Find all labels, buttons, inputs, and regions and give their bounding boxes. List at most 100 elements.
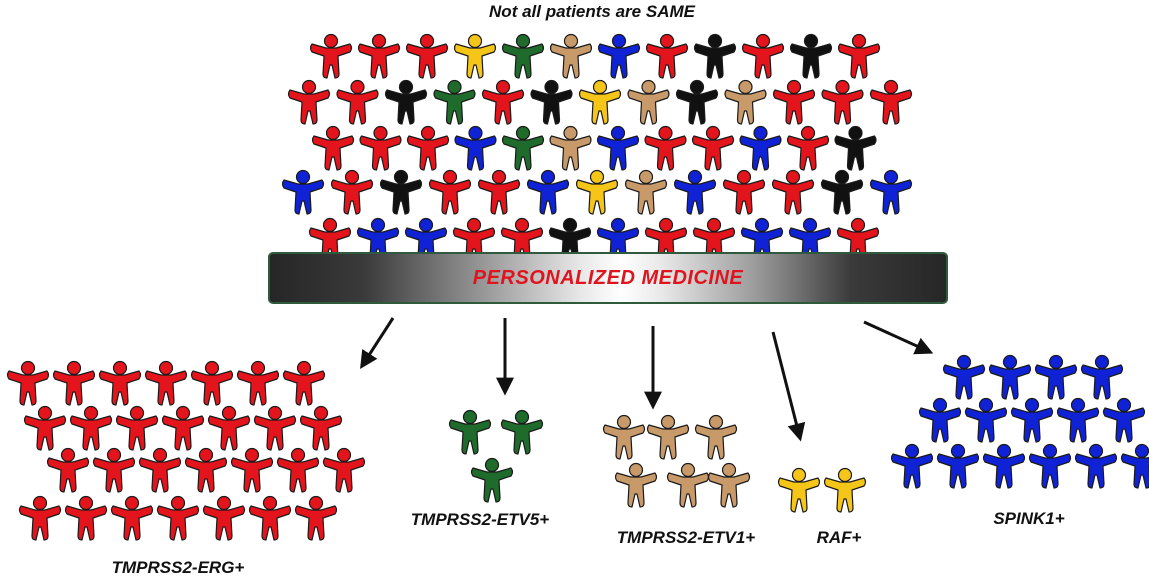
person-icon (330, 169, 374, 215)
person-icon (404, 217, 448, 263)
person-icon (384, 79, 428, 125)
person-icon (821, 79, 864, 125)
person-icon (454, 125, 497, 171)
person-icon (823, 467, 867, 513)
person-icon (138, 447, 182, 493)
person-icon (596, 217, 640, 263)
person-icon (578, 79, 622, 125)
person-icon (428, 169, 472, 215)
person-icon (207, 405, 251, 451)
group-label-spink1: SPINK1+ (993, 509, 1065, 528)
person-icon (666, 462, 710, 508)
person-icon (69, 405, 113, 451)
banner-text: PERSONALIZED MEDICINE (472, 267, 744, 289)
person-icon (308, 217, 352, 263)
person-icon (379, 169, 423, 215)
person-icon (98, 360, 142, 406)
group-label-etv5: TMPRSS2-ETV5+ (410, 510, 550, 529)
person-icon (322, 447, 366, 493)
person-icon (184, 447, 228, 493)
person-icon (406, 125, 450, 171)
person-icon (596, 125, 640, 171)
person-icon (356, 217, 400, 263)
person-icon (1080, 354, 1124, 400)
person-icon (526, 169, 570, 215)
person-icon (724, 79, 767, 125)
person-icon (741, 33, 785, 79)
person-icon (253, 405, 297, 451)
person-icon (692, 217, 736, 263)
personalized-medicine-banner: PERSONALIZED MEDICINE (268, 252, 948, 304)
person-icon (694, 414, 738, 460)
person-icon (739, 125, 782, 171)
person-icon (982, 443, 1026, 489)
person-icon (299, 405, 343, 451)
person-icon (18, 495, 62, 541)
person-icon (548, 217, 592, 263)
person-icon (1034, 354, 1078, 400)
person-icon (46, 447, 90, 493)
person-icon (772, 79, 816, 125)
person-icon (190, 360, 234, 406)
person-icon (501, 125, 545, 171)
person-icon (357, 33, 401, 79)
person-icon (627, 79, 670, 125)
person-icon (481, 79, 525, 125)
person-icon (276, 447, 320, 493)
person-icon (869, 79, 913, 125)
person-icon (287, 79, 331, 125)
person-icon (644, 125, 687, 171)
person-icon (470, 457, 514, 503)
person-icon (786, 125, 830, 171)
person-icon (707, 462, 751, 508)
person-icon (452, 217, 496, 263)
person-icon (918, 397, 962, 443)
person-icon (597, 33, 641, 79)
person-icon (602, 414, 646, 460)
person-icon (359, 125, 402, 171)
person-icon (530, 79, 573, 125)
person-icon (1010, 397, 1054, 443)
person-icon (936, 443, 980, 489)
person-icon (230, 447, 274, 493)
person-icon (311, 125, 355, 171)
person-icon (740, 217, 784, 263)
arrow-to-spink (863, 320, 934, 355)
person-icon (236, 360, 280, 406)
person-icon (820, 169, 864, 215)
person-icon (202, 495, 246, 541)
patient-crowd (281, 33, 913, 263)
person-icon (1102, 397, 1146, 443)
arrows (360, 317, 934, 442)
person-icon (1028, 443, 1072, 489)
group-label-etv1: TMPRSS2-ETV1+ (616, 528, 756, 547)
diagram-title: Not all patients are SAME (489, 2, 695, 21)
person-icon (433, 79, 476, 125)
person-icon (673, 169, 717, 215)
person-icon (575, 169, 619, 215)
person-icon (645, 33, 689, 79)
person-icon (614, 462, 658, 508)
person-icon (549, 33, 593, 79)
person-icon (644, 217, 688, 263)
person-icon (834, 125, 877, 171)
group-label-erg: TMPRSS2-ERG+ (111, 558, 245, 577)
person-icon (500, 409, 544, 455)
person-icon (693, 33, 737, 79)
person-icon (115, 405, 159, 451)
person-icon (869, 169, 913, 215)
person-icon (144, 360, 188, 406)
person-icon (890, 443, 934, 489)
person-icon (161, 405, 205, 451)
person-icon (294, 495, 338, 541)
patient-groups (6, 354, 1149, 541)
person-icon (281, 169, 325, 215)
person-icon (405, 33, 449, 79)
person-icon (282, 360, 326, 406)
person-icon (777, 467, 821, 513)
person-icon (92, 447, 136, 493)
person-icon (771, 169, 815, 215)
person-icon (646, 414, 690, 460)
person-icon (453, 33, 497, 79)
